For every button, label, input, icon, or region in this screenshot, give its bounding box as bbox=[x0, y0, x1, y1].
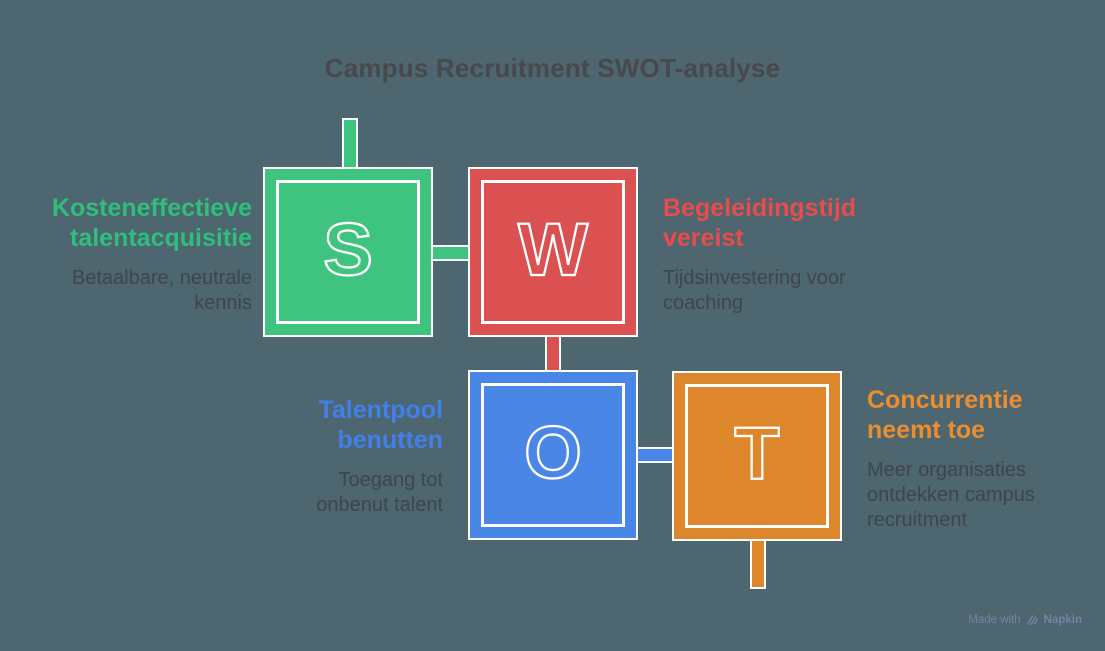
subtext-line: kennis bbox=[194, 292, 252, 314]
strengths-heading: Kosteneffectieve talentacquisitie bbox=[20, 193, 252, 253]
watermark-made-with: Made with bbox=[968, 614, 1021, 626]
heading-line: talentacquisitie bbox=[70, 224, 252, 252]
weaknesses-heading: Begeleidingstijd vereist bbox=[663, 193, 873, 253]
napkin-logo-icon bbox=[1026, 614, 1039, 626]
opportunities-square: O bbox=[468, 370, 638, 540]
threats-label: Concurrentie neemt toe Meer organisaties… bbox=[867, 385, 1057, 533]
subtext-line: Tijdsinvestering voor bbox=[663, 267, 846, 289]
strengths-subtext: Betaalbare, neutrale kennis bbox=[20, 266, 252, 316]
threats-square: T bbox=[672, 371, 842, 541]
threats-heading: Concurrentie neemt toe bbox=[867, 385, 1057, 445]
subtext-line: Toegang tot bbox=[338, 469, 443, 491]
weaknesses-letter: W bbox=[517, 208, 589, 291]
threats-letter: T bbox=[733, 412, 781, 495]
weaknesses-square: W bbox=[468, 167, 638, 337]
opportunities-label: Talentpool benutten Toegang tot onbenut … bbox=[243, 395, 443, 518]
heading-line: Talentpool bbox=[318, 396, 443, 424]
heading-line: Concurrentie bbox=[867, 386, 1023, 414]
connector-threats-bottom-stub bbox=[750, 539, 766, 589]
watermark: Made with Napkin bbox=[968, 614, 1082, 626]
diagram-title: Campus Recruitment SWOT-analyse bbox=[324, 53, 781, 83]
weaknesses-subtext: Tijdsinvestering voor coaching bbox=[663, 266, 873, 316]
opportunities-heading: Talentpool benutten bbox=[243, 395, 443, 455]
heading-line: Kosteneffectieve bbox=[51, 194, 252, 222]
opportunities-subtext: Toegang tot onbenut talent bbox=[243, 468, 443, 518]
strengths-square: S bbox=[263, 167, 433, 337]
opportunities-letter: O bbox=[523, 411, 583, 494]
subtext-line: coaching bbox=[663, 292, 744, 314]
heading-line: benutten bbox=[337, 426, 443, 454]
subtext-line: ontdekken campus bbox=[867, 484, 1035, 506]
heading-line: neemt toe bbox=[867, 416, 986, 444]
strengths-letter: S bbox=[322, 208, 374, 291]
heading-line: vereist bbox=[663, 224, 744, 252]
weaknesses-label: Begeleidingstijd vereist Tijdsinvesterin… bbox=[663, 193, 873, 316]
strengths-label: Kosteneffectieve talentacquisitie Betaal… bbox=[20, 193, 252, 316]
subtext-line: Meer organisaties bbox=[867, 459, 1026, 481]
heading-line: Begeleidingstijd bbox=[663, 194, 857, 222]
threats-subtext: Meer organisaties ontdekken campus recru… bbox=[867, 458, 1057, 533]
subtext-line: recruitment bbox=[867, 509, 968, 531]
connector-strengths-weaknesses bbox=[431, 245, 470, 261]
subtext-line: Betaalbare, neutrale bbox=[71, 267, 252, 289]
connector-weaknesses-opportunities bbox=[545, 333, 561, 372]
watermark-brand: Napkin bbox=[1043, 614, 1082, 626]
subtext-line: onbenut talent bbox=[316, 494, 443, 516]
connector-opportunities-threats bbox=[636, 447, 674, 463]
connector-strengths-top-stub bbox=[342, 118, 358, 169]
